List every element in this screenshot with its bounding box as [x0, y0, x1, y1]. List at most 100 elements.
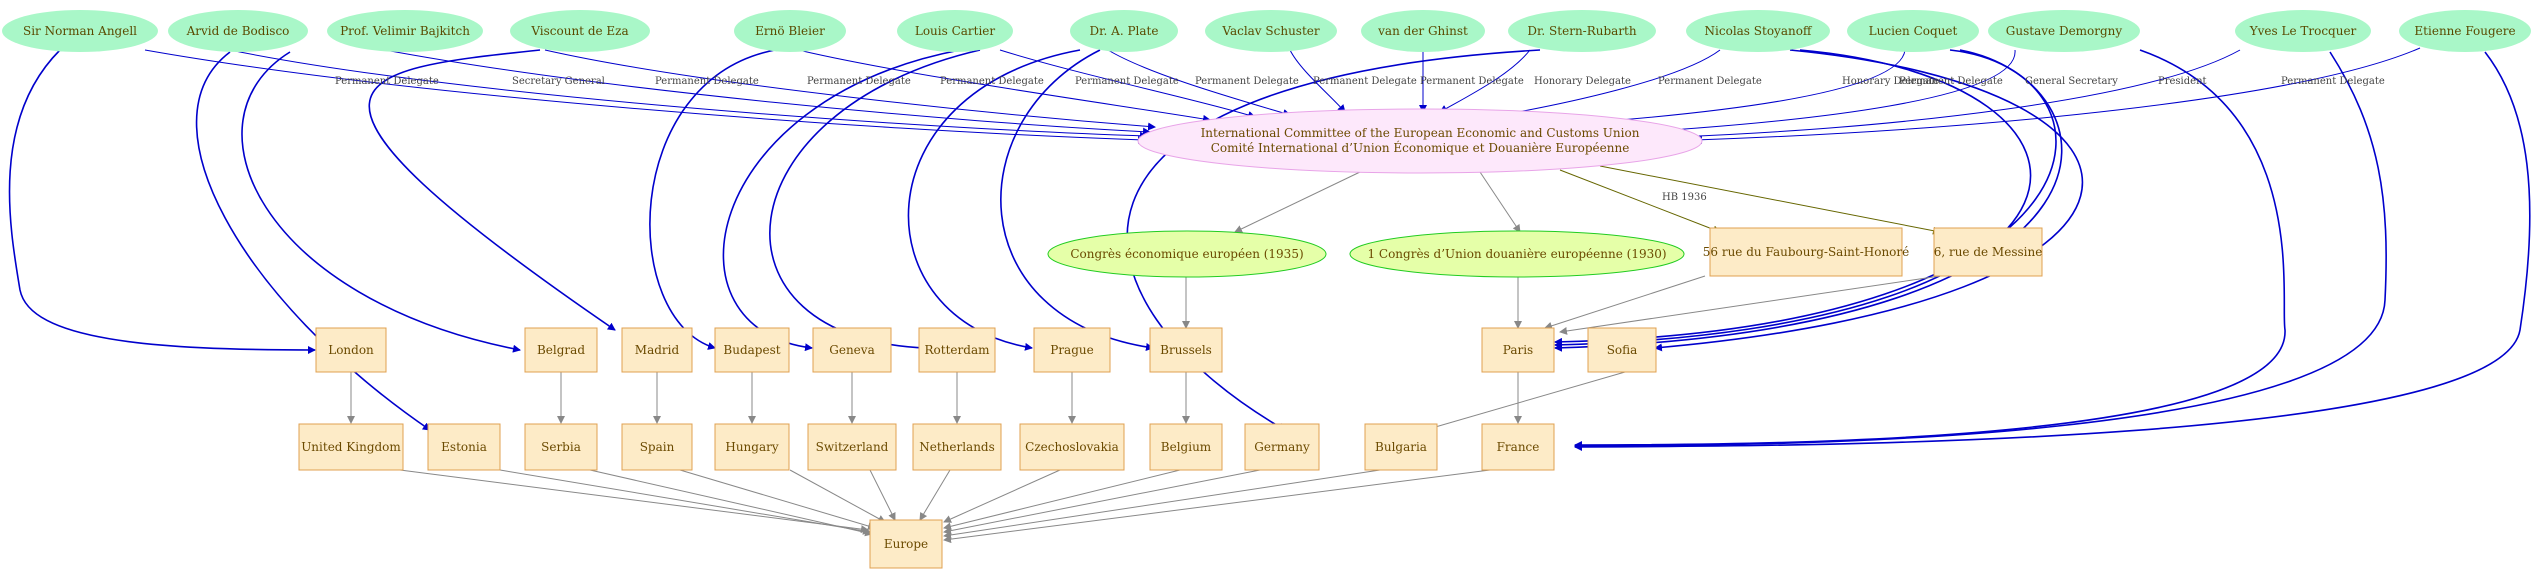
edge-uk-europe: [399, 469, 869, 534]
city-node[interactable]: Budapest: [714, 327, 790, 373]
edge-switzerland-europe: [869, 469, 896, 521]
person-node[interactable]: Louis Cartier: [897, 10, 1013, 52]
edge-bleier-budapest: [649, 49, 776, 350]
edge-label: Honorary Delegate: [1534, 76, 1631, 87]
city-label: Rotterdam: [925, 343, 991, 357]
city-label: Brussels: [1160, 343, 1212, 357]
committee-node[interactable]: International Committee of the European …: [1137, 108, 1703, 174]
edge-plate-committee: [1107, 49, 1291, 117]
person-label: Ernö Bleier: [755, 24, 825, 38]
address-node[interactable]: 56 rue du Faubourg-Saint-Honoré: [1703, 227, 1910, 277]
city-label: Geneva: [829, 343, 874, 357]
country-label: United Kingdom: [301, 440, 401, 454]
person-node[interactable]: Ernö Bleier: [734, 10, 846, 52]
person-label: Prof. Velimir Bajkitch: [340, 24, 470, 38]
country-node[interactable]: Germany: [1244, 423, 1320, 471]
country-label: Netherlands: [919, 440, 995, 454]
person-label: Louis Cartier: [915, 24, 996, 38]
city-node[interactable]: Prague: [1033, 327, 1111, 373]
edge-label: Permanent Delegate: [940, 76, 1044, 87]
country-node[interactable]: Belgium: [1149, 423, 1223, 471]
continent-node[interactable]: Europe: [869, 519, 943, 569]
edge-labels: Permanent Delegate Secretary General Per…: [335, 76, 2385, 203]
person-node[interactable]: Viscount de Eza: [510, 10, 650, 52]
city-node[interactable]: Brussels: [1149, 327, 1223, 373]
city-label: Sofia: [1607, 343, 1638, 357]
country-node[interactable]: Czechoslovakia: [1019, 423, 1125, 471]
committee-edges: [1234, 165, 1941, 235]
edge-sofia-bulgaria: [1424, 371, 1626, 432]
edge-label: President: [2158, 76, 2207, 87]
city-node[interactable]: Belgrad: [524, 327, 598, 373]
country-node[interactable]: Switzerland: [807, 423, 897, 471]
person-label: Etienne Fougere: [2414, 24, 2515, 38]
country-node[interactable]: Netherlands: [912, 423, 1002, 471]
address-label: 56 rue du Faubourg-Saint-Honoré: [1703, 245, 1910, 259]
edge-label: Permanent Delegate: [335, 76, 439, 87]
edge-committee-faubourg: [1559, 169, 1721, 234]
person-node[interactable]: van der Ghinst: [1361, 10, 1485, 52]
edge-plate-prague: [907, 49, 1081, 351]
person-label: Gustave Demorgny: [2006, 24, 2123, 38]
person-node[interactable]: Arvid de Bodisco: [168, 10, 308, 52]
person-label: Vaclav Schuster: [1221, 24, 1320, 38]
country-node[interactable]: United Kingdom: [298, 423, 404, 471]
edge-bleier-committee: [789, 47, 1211, 123]
person-node[interactable]: Dr. A. Plate: [1070, 10, 1178, 52]
country-label: Germany: [1254, 440, 1310, 454]
country-node[interactable]: Estonia: [427, 423, 501, 471]
edge-committee-congres1930: [1479, 171, 1521, 233]
city-node[interactable]: Rotterdam: [918, 327, 996, 373]
people: Sir Norman Angell Arvid de Bodisco Prof.…: [2, 10, 2531, 52]
person-label: Yves Le Trocquer: [2249, 24, 2357, 38]
edge-bajkitch-committee: [384, 49, 1151, 136]
person-label: van der Ghinst: [1377, 24, 1468, 38]
edge-france-europe: [943, 469, 1491, 544]
city-node[interactable]: Sofia: [1587, 327, 1657, 373]
edge-demorgny-paris: [1554, 49, 2057, 346]
country-node[interactable]: Spain: [621, 423, 693, 471]
person-node[interactable]: Prof. Velimir Bajkitch: [327, 10, 483, 52]
edge-eza-madrid: [368, 49, 616, 331]
country-node[interactable]: Bulgaria: [1364, 423, 1438, 471]
committee-name-en: International Committee of the European …: [1201, 126, 1640, 140]
edge-eza-committee: [544, 49, 1156, 131]
location-edges: [347, 275, 1941, 544]
edge-stern-committee: [1439, 49, 1531, 113]
city-node[interactable]: Madrid: [621, 327, 693, 373]
address-node[interactable]: 6, rue de Messine: [1933, 227, 2043, 277]
edge-demorgny-committee: [1639, 49, 2016, 136]
city-label: Madrid: [635, 343, 680, 357]
city-label: Belgrad: [537, 343, 585, 357]
edge-faubourg-paris: [1544, 275, 1706, 330]
person-node[interactable]: Yves Le Trocquer: [2235, 10, 2371, 52]
country-node[interactable]: Serbia: [524, 423, 598, 471]
edge-bodisco-committee: [229, 49, 1148, 140]
city-label: Prague: [1050, 343, 1093, 357]
edge-stoyanoff-paris: [1554, 49, 2032, 349]
city-node[interactable]: Paris: [1481, 327, 1555, 373]
person-node[interactable]: Vaclav Schuster: [1205, 10, 1337, 52]
country-node[interactable]: France: [1481, 423, 1555, 471]
person-node[interactable]: Lucien Coquet: [1847, 10, 1979, 52]
edge-spain-europe: [679, 469, 876, 530]
person-node[interactable]: Sir Norman Angell: [2, 10, 158, 52]
event-node[interactable]: 1 Congrès d’Union douanière européenne (…: [1349, 230, 1685, 278]
edge-bulgaria-europe: [943, 469, 1381, 539]
edge-germany-europe: [943, 469, 1261, 535]
event-node[interactable]: Congrès économique européen (1935): [1047, 230, 1327, 278]
person-node[interactable]: Etienne Fougere: [2399, 10, 2531, 52]
person-node[interactable]: Nicolas Stoyanoff: [1686, 10, 1830, 52]
edge-label: Permanent Delegate: [1899, 76, 2003, 87]
city-node[interactable]: London: [315, 327, 387, 373]
edge-bajkitch-belgrad: [241, 51, 521, 353]
edge-belgium-europe: [943, 469, 1181, 531]
person-node[interactable]: Dr. Stern-Rubarth: [1508, 10, 1656, 52]
edge-serbia-europe: [589, 469, 873, 537]
continent-label: Europe: [884, 537, 928, 551]
city-node[interactable]: Geneva: [812, 327, 892, 373]
edge-label: HB 1936: [1662, 192, 1707, 203]
person-node[interactable]: Gustave Demorgny: [1988, 10, 2140, 52]
country-node[interactable]: Hungary: [714, 423, 790, 471]
